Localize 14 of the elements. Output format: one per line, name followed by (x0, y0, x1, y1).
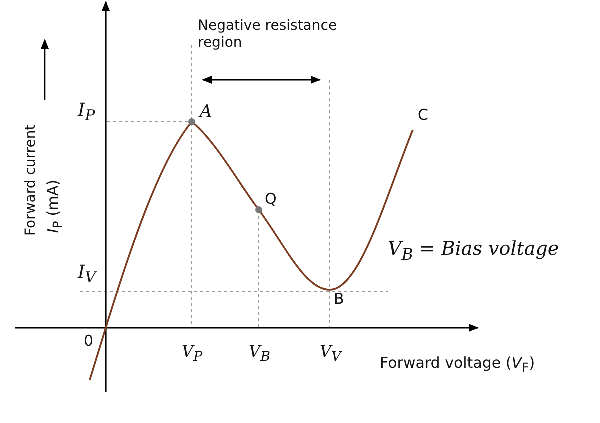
point-label: Q (265, 190, 277, 208)
axis-title: Forward current (23, 124, 40, 236)
point-label: B (334, 290, 344, 308)
axis-tick-label: I$_{P}$ (78, 100, 96, 125)
origin-label: 0 (84, 332, 94, 350)
point-label: A (200, 102, 212, 122)
region-label: Negative resistance region (198, 18, 338, 52)
axis-tick-label: V$_{B}$ (249, 342, 270, 366)
axis-title: Forward voltage (V$_{F}$) (380, 354, 536, 375)
axis-tick-label: V$_{P}$ (182, 342, 203, 366)
axis-tick-label: V$_{V}$ (320, 342, 342, 366)
note-text: V$_{B}$ = Bias voltage (388, 238, 560, 264)
point-label: C (418, 106, 428, 124)
axis-tick-label: I$_{V}$ (78, 262, 96, 287)
